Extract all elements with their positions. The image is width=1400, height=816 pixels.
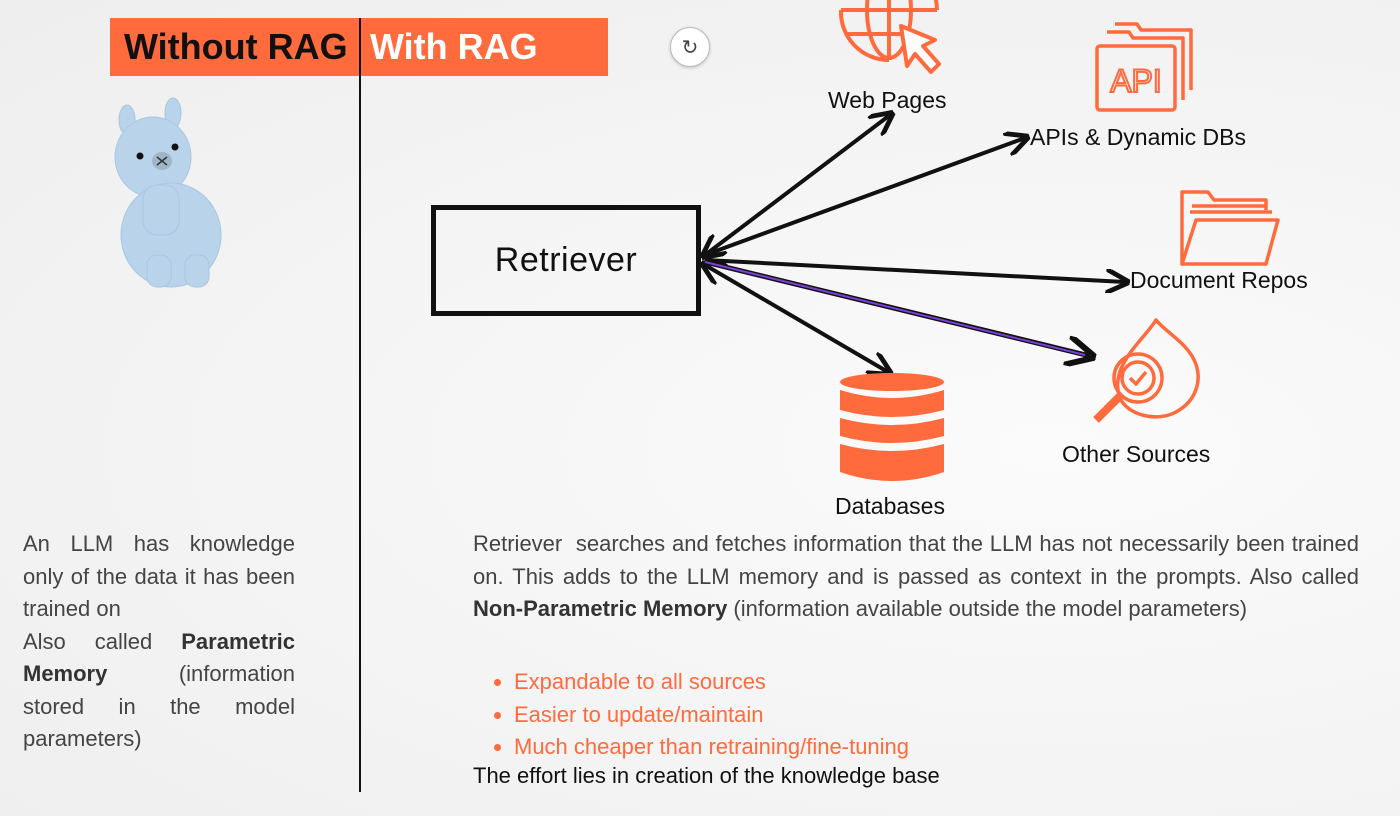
web-pages-label: Web Pages xyxy=(828,87,947,113)
without-rag-line1: An LLM has knowledge only of the data it… xyxy=(23,531,295,621)
databases-label: Databases xyxy=(835,493,945,519)
apis-label: APIs & Dynamic DBs xyxy=(1030,124,1246,150)
list-item: Expandable to all sources xyxy=(514,666,909,699)
effort-note: The effort lies in creation of the knowl… xyxy=(473,763,940,788)
refresh-icon: ↻ xyxy=(681,36,699,59)
refresh-button[interactable]: ↻ xyxy=(670,27,710,67)
api-icon-text: API xyxy=(1110,63,1162,99)
list-item: Easier to update/maintain xyxy=(514,699,909,732)
with-rag-title: With RAG xyxy=(370,26,538,67)
without-rag-line2-post: (information stored in the model paramet… xyxy=(23,661,295,751)
folder-icon xyxy=(1180,190,1280,266)
non-parametric-memory-term: Non-Parametric Memory xyxy=(473,596,728,621)
database-icon xyxy=(840,373,944,481)
retriever-box: Retriever xyxy=(431,205,701,316)
drop-search-icon xyxy=(1093,318,1200,423)
other-sources-label: Other Sources xyxy=(1062,441,1211,467)
without-rag-line2-pre: Also called xyxy=(23,628,182,654)
with-rag-description: Retriever searches and fetches informati… xyxy=(473,528,1359,626)
globe-cursor-icon xyxy=(838,0,941,74)
arrow-other-sources-highlight xyxy=(704,261,1086,356)
without-rag-line2: Also called Parametric Memory (informati… xyxy=(23,626,295,756)
arrow-databases xyxy=(705,265,888,372)
retriever-label: Retriever xyxy=(494,241,638,279)
without-rag-description: An LLM has knowledge only of the data it… xyxy=(23,528,295,756)
document-repos-label: Document Repos xyxy=(1130,267,1308,293)
without-rag-title: Without RAG xyxy=(124,26,348,67)
with-rag-para-pre: Retriever searches and fetches informati… xyxy=(473,531,1366,589)
arrow-apis xyxy=(704,138,1025,257)
with-rag-para-post: (information available outside the model… xyxy=(727,596,1248,621)
parametric-memory-term: Parametric Memory xyxy=(23,628,295,687)
api-folder-icon: API xyxy=(1095,22,1193,112)
llama-icon xyxy=(114,97,222,288)
arrow-web-pages xyxy=(705,115,890,255)
benefits-list: Expandable to all sources Easier to upda… xyxy=(488,666,909,764)
list-item: Much cheaper than retraining/fine-tuning xyxy=(514,731,909,764)
column-divider xyxy=(359,18,361,792)
